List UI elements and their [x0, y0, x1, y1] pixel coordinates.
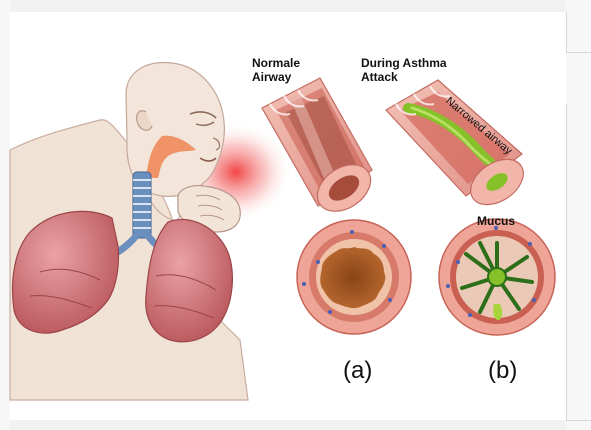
asthma-attack-label: During Asthma Attack — [361, 56, 447, 85]
asthma-cross-section — [439, 219, 555, 335]
mucus-label: Mucus — [477, 214, 515, 228]
panel-a-label: (a) — [343, 357, 372, 385]
normal-cross-section — [297, 220, 411, 334]
normal-airway-label: Normale Airway — [252, 56, 300, 85]
panel-b-label: (b) — [488, 357, 517, 385]
